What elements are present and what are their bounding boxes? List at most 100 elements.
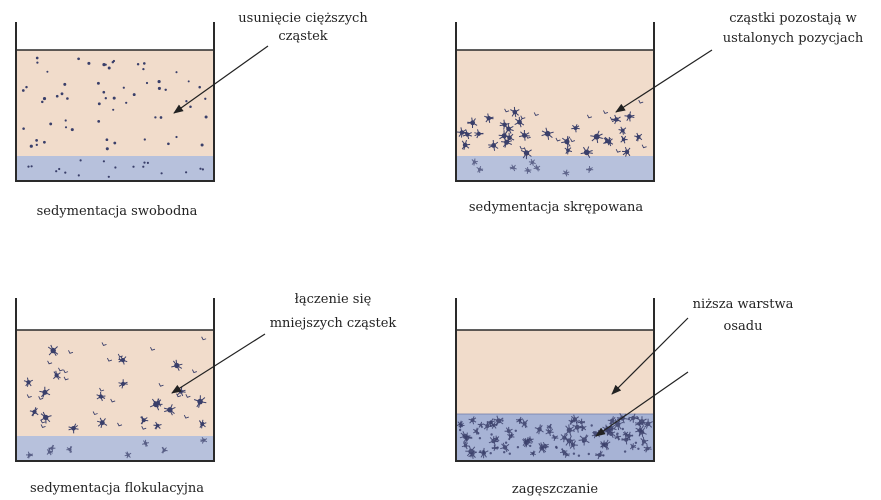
particle (501, 419, 503, 421)
particle (497, 447, 499, 449)
particle (147, 162, 149, 164)
particle (46, 71, 48, 73)
particle (108, 67, 111, 70)
particle (490, 433, 492, 435)
particle (205, 116, 208, 119)
particle (185, 100, 187, 102)
particle (133, 93, 136, 96)
particle (123, 87, 125, 89)
particle (160, 116, 163, 119)
particle (36, 144, 38, 146)
annotation-label: mniejszych cząstek (270, 316, 397, 331)
particle (637, 417, 639, 419)
particle (87, 62, 90, 65)
particle (102, 91, 105, 94)
particle (479, 450, 481, 452)
particle (112, 61, 114, 63)
particle (55, 170, 57, 172)
particle (578, 455, 580, 457)
particle (143, 162, 145, 164)
liquid-layer (456, 330, 654, 414)
particle (132, 166, 134, 168)
particle (490, 452, 492, 454)
panel-compression: niższa warstwa osadu zagęszczanie (456, 297, 794, 497)
particle (78, 174, 80, 176)
panel-caption: sedymentacja flokulacyjna (30, 481, 204, 496)
particle (175, 71, 177, 73)
particle (510, 434, 512, 436)
particle (106, 138, 109, 141)
particle (106, 147, 109, 150)
panel-free-settling: usunięcie cięższych cząstek sedymentacja… (16, 11, 368, 219)
particle (22, 89, 25, 92)
particle (64, 172, 66, 174)
particle (103, 160, 105, 162)
particle (573, 453, 575, 455)
particle (591, 424, 593, 426)
particle (519, 419, 521, 421)
particle (164, 89, 166, 91)
particle (36, 61, 38, 63)
annotation-label: cząstki pozostają w (729, 11, 856, 26)
panel-flocculent-settling: łączenie się mniejszych cząstek sedyment… (16, 292, 396, 496)
particle (185, 171, 187, 173)
particle (97, 82, 100, 85)
particle (71, 128, 74, 131)
particle (483, 452, 485, 454)
sediment-layer (16, 436, 214, 460)
particle (35, 139, 38, 142)
particle (102, 63, 105, 66)
particle (154, 116, 156, 118)
annotation-label: ustalonych pozycjach (723, 31, 864, 46)
particle (201, 143, 204, 146)
particle (66, 97, 69, 100)
panel-caption: sedymentacja swobodna (37, 204, 198, 219)
annotation-label: niższa warstwa (693, 297, 794, 312)
particle (142, 68, 144, 70)
particle (158, 80, 161, 83)
liquid-layer (16, 50, 214, 156)
particle (105, 97, 107, 99)
particle (637, 448, 639, 450)
particle (188, 80, 190, 82)
particle (204, 98, 206, 100)
panel-hindered-settling: cząstki pozostają w ustalonych pozycjach… (456, 11, 864, 215)
particle (517, 446, 519, 448)
annotation-label: cząstek (278, 29, 327, 44)
particle (113, 142, 116, 145)
annotation-label: łączenie się (295, 292, 372, 307)
panel-caption: sedymentacja skrępowana (469, 200, 643, 215)
particle (616, 433, 618, 435)
particle (63, 83, 66, 86)
particle (56, 95, 59, 98)
particle (27, 166, 29, 168)
particle (98, 102, 101, 105)
particle (459, 429, 461, 431)
particle (144, 138, 146, 140)
particle (25, 86, 27, 88)
particle (505, 442, 507, 444)
sediment-layer (456, 156, 654, 180)
particle (49, 122, 52, 125)
particle (41, 101, 43, 103)
particle (80, 159, 82, 161)
particle (541, 447, 543, 449)
particle (65, 126, 67, 128)
annotation-label: osadu (724, 319, 763, 334)
particle (635, 442, 637, 444)
particle (199, 168, 201, 170)
panel-caption: zagęszczanie (512, 482, 599, 497)
particle (22, 127, 25, 130)
particle (65, 119, 67, 121)
particle (112, 109, 114, 111)
particle (624, 450, 626, 452)
particle (97, 120, 100, 123)
particle (125, 102, 127, 104)
annotation-label: usunięcie cięższych (238, 11, 368, 26)
particle (503, 451, 505, 453)
particle (146, 82, 148, 84)
particle (77, 57, 80, 60)
particle (532, 452, 534, 454)
particle (515, 430, 517, 432)
